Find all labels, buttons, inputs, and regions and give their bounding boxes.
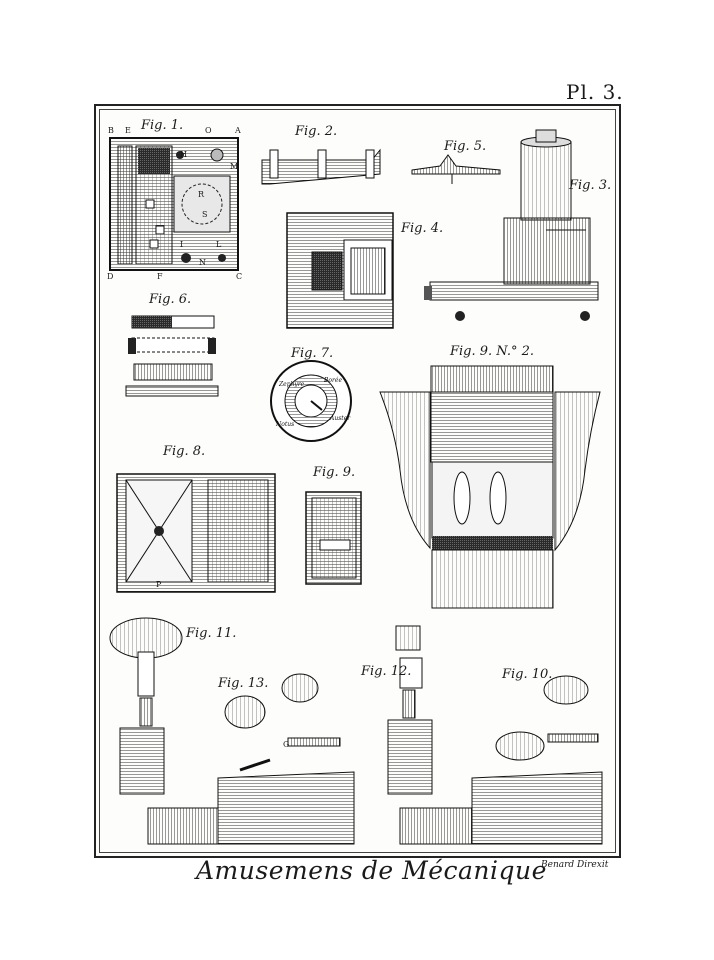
engraver-signature: Benard Direxit bbox=[541, 860, 609, 870]
letter-M: M bbox=[230, 162, 239, 171]
fig9-alcove bbox=[305, 491, 362, 585]
caption-fig5: Fig. 5. bbox=[444, 139, 487, 154]
caption-fig9n2: Fig. 9. N.° 2. bbox=[450, 344, 535, 359]
letter-F: F bbox=[157, 272, 163, 281]
fig7-dial bbox=[270, 360, 352, 442]
plate-title: Amusemens de Mécanique bbox=[196, 856, 547, 885]
fig7-word-1: Zephyre bbox=[278, 381, 305, 388]
letter-B: B bbox=[108, 126, 114, 135]
caption-fig3: Fig. 3. bbox=[569, 178, 612, 193]
fig5-lever bbox=[411, 154, 501, 184]
fig8-frame bbox=[116, 473, 276, 593]
letter-L: L bbox=[216, 240, 222, 249]
fig6-bars bbox=[125, 315, 219, 397]
letter-I: I bbox=[180, 240, 184, 249]
fig4-plate bbox=[286, 212, 394, 329]
letter-A: A bbox=[235, 126, 241, 135]
letter-D: D bbox=[107, 272, 114, 281]
caption-fig9: Fig. 9. bbox=[313, 465, 356, 480]
fig11-figure bbox=[109, 617, 183, 795]
letter-H: H bbox=[180, 150, 187, 159]
fig10-figure bbox=[399, 675, 603, 845]
fig13-figure bbox=[147, 673, 355, 845]
fig2-profile bbox=[261, 148, 381, 185]
fig1-box bbox=[109, 137, 239, 271]
letter-G: G bbox=[283, 740, 290, 749]
fig7-word-2: Borée bbox=[323, 377, 342, 384]
fig3-pedestal bbox=[424, 129, 599, 321]
plate-frame-inner bbox=[99, 109, 616, 853]
caption-fig1: Fig. 1. bbox=[141, 118, 184, 133]
fig7-word-4: Notus bbox=[275, 421, 294, 428]
letter-N: N bbox=[199, 258, 206, 267]
caption-fig13: Fig. 13. bbox=[218, 676, 269, 691]
letter-R: R bbox=[198, 190, 205, 199]
letter-P: P bbox=[156, 580, 162, 589]
caption-fig7: Fig. 7. bbox=[291, 346, 334, 361]
caption-fig8: Fig. 8. bbox=[163, 444, 206, 459]
letter-C: C bbox=[236, 272, 243, 281]
caption-fig4: Fig. 4. bbox=[401, 221, 444, 236]
letter-O: O bbox=[205, 126, 212, 135]
plate-number: Pl. 3. bbox=[566, 80, 624, 104]
fig9n2-bed bbox=[379, 365, 601, 609]
letter-E: E bbox=[125, 126, 131, 135]
fig12-figure bbox=[387, 625, 433, 795]
caption-fig12: Fig. 12. bbox=[361, 664, 412, 679]
caption-fig6: Fig. 6. bbox=[149, 292, 192, 307]
caption-fig10: Fig. 10. bbox=[502, 667, 553, 682]
caption-fig11: Fig. 11. bbox=[186, 626, 237, 641]
letter-S: S bbox=[202, 210, 208, 219]
fig7-word-3: Auster bbox=[329, 415, 351, 422]
caption-fig2: Fig. 2. bbox=[295, 124, 338, 139]
